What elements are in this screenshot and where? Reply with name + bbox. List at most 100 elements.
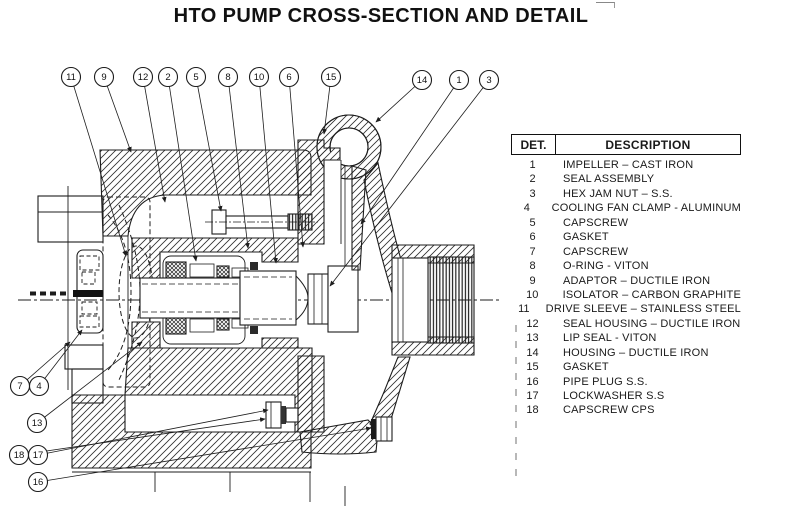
part-description: COOLING FAN CLAMP - ALUMINUM: [551, 202, 741, 215]
part-det-number: 17: [526, 390, 539, 402]
callout-number-16: 16: [33, 477, 44, 488]
part-det-number: 14: [526, 346, 539, 359]
callout-number-2: 2: [165, 72, 170, 83]
pipe-plug: [371, 416, 393, 442]
impeller-section: [351, 165, 367, 271]
callout-balloon-10: [248, 66, 270, 88]
callout-balloon-17: [27, 444, 49, 466]
part-description: SEAL HOUSING – DUCTILE IRON: [563, 317, 741, 330]
part-det-number: 12: [526, 317, 539, 330]
impeller-hub: [327, 265, 359, 333]
callout-balloon-9: [93, 66, 115, 88]
callout-number-8: 8: [225, 72, 230, 83]
part-description: CAPSCREW: [563, 245, 629, 258]
leader-line-18: [18, 417, 266, 456]
callout-number-9: 9: [101, 72, 106, 83]
callout-balloon-11: [60, 66, 82, 88]
parts-table-row: 3 HEX JAM NUT – S.S.: [511, 187, 741, 201]
callout-number-12: 12: [138, 72, 149, 83]
callout-number-4: 4: [36, 381, 41, 392]
callout-number-3: 3: [486, 75, 491, 86]
callout-leader-lines: [18, 76, 490, 483]
part-det-number: 6: [529, 231, 536, 244]
base-feet-marks: [154, 472, 346, 506]
part-det-number: 2: [529, 173, 536, 186]
callout-balloon-13: [26, 412, 48, 434]
leader-line-10: [258, 76, 278, 264]
part-description: GASKET: [563, 361, 609, 374]
leader-line-16: [37, 426, 372, 483]
parts-table-row: 4 COOLING FAN CLAMP - ALUMINUM: [511, 201, 741, 215]
shaft-and-drive-sleeve: [139, 270, 309, 326]
part-description: PIPE PLUG S.S.: [563, 375, 648, 388]
description-column-header: DESCRIPTION: [605, 138, 691, 152]
part-det-number: 13: [526, 332, 539, 345]
part-det-number: 11: [518, 303, 530, 316]
callout-number-14: 14: [417, 75, 428, 86]
parts-table-row: 6 GASKET: [511, 230, 741, 244]
parts-table-row: 13 LIP SEAL - VITON: [511, 331, 741, 345]
part-det-number: 18: [526, 404, 539, 417]
parts-table-header: DET. DESCRIPTION: [511, 134, 741, 155]
leader-line-3: [329, 79, 490, 287]
callout-balloon-1: [448, 69, 470, 91]
part-description: GASKET: [563, 231, 609, 244]
leader-line-8: [227, 76, 250, 249]
leader-line-13: [36, 341, 143, 424]
callout-number-1: 1: [456, 75, 461, 86]
leader-line-17: [37, 408, 269, 456]
leader-line-7: [19, 341, 71, 387]
part-det-number: 4: [523, 202, 530, 215]
leader-line-4: [38, 329, 83, 387]
suction-threaded-port: [391, 244, 475, 356]
leader-line-2: [167, 76, 198, 262]
leader-line-5: [195, 76, 223, 212]
fan-hub-jam-nut: [79, 255, 100, 328]
part-description: LOCKWASHER S.S: [563, 390, 665, 402]
shaft-stud-end: [73, 290, 103, 297]
leader-line-12: [142, 76, 167, 203]
callout-number-18: 18: [14, 450, 25, 461]
part-description: CAPSCREW: [563, 216, 629, 229]
callout-balloon-16: [27, 471, 49, 493]
callout-balloon-3: [478, 69, 500, 91]
part-description: LIP SEAL - VITON: [563, 332, 657, 345]
callout-balloon-4: [28, 375, 50, 397]
part-det-number: 9: [529, 274, 536, 287]
parts-table-row: 14 HOUSING – DUCTILE IRON: [511, 346, 741, 360]
callout-balloon-2: [157, 66, 179, 88]
callout-balloon-5: [185, 66, 207, 88]
parts-table-row: 5 CAPSCREW: [511, 216, 741, 230]
leader-line-6: [288, 76, 305, 248]
part-det-number: 3: [529, 187, 536, 200]
part-description: ISOLATOR – CARBON GRAPHITE: [562, 288, 741, 301]
part-description: ADAPTOR – DUCTILE IRON: [563, 274, 711, 287]
leader-line-11: [70, 76, 127, 257]
callout-number-17: 17: [33, 450, 44, 461]
callout-balloon-8: [217, 66, 239, 88]
parts-table-row: 16 PIPE PLUG S.S.: [511, 375, 741, 389]
part-description: CAPSCREW CPS: [563, 404, 655, 417]
callout-number-7: 7: [17, 381, 22, 392]
pump-geometry: [18, 114, 517, 506]
parts-table-row: 17 LOCKWASHER S.S: [511, 389, 741, 403]
scan-corner-mark: [596, 2, 615, 8]
part-det-number: 10: [526, 288, 539, 301]
callout-number-10: 10: [254, 72, 265, 83]
part-det-number: 5: [529, 216, 536, 229]
leader-line-9: [103, 76, 132, 153]
leader-line-14: [375, 79, 423, 123]
part-description: HOUSING – DUCTILE IRON: [563, 346, 709, 359]
part-description: DRIVE SLEEVE – STAINLESS STEEL: [545, 303, 741, 316]
leader-line-1: [360, 79, 460, 225]
part-description: HEX JAM NUT – S.S.: [563, 187, 673, 200]
part-det-number: 16: [526, 375, 539, 388]
callout-balloon-14: [411, 69, 433, 91]
